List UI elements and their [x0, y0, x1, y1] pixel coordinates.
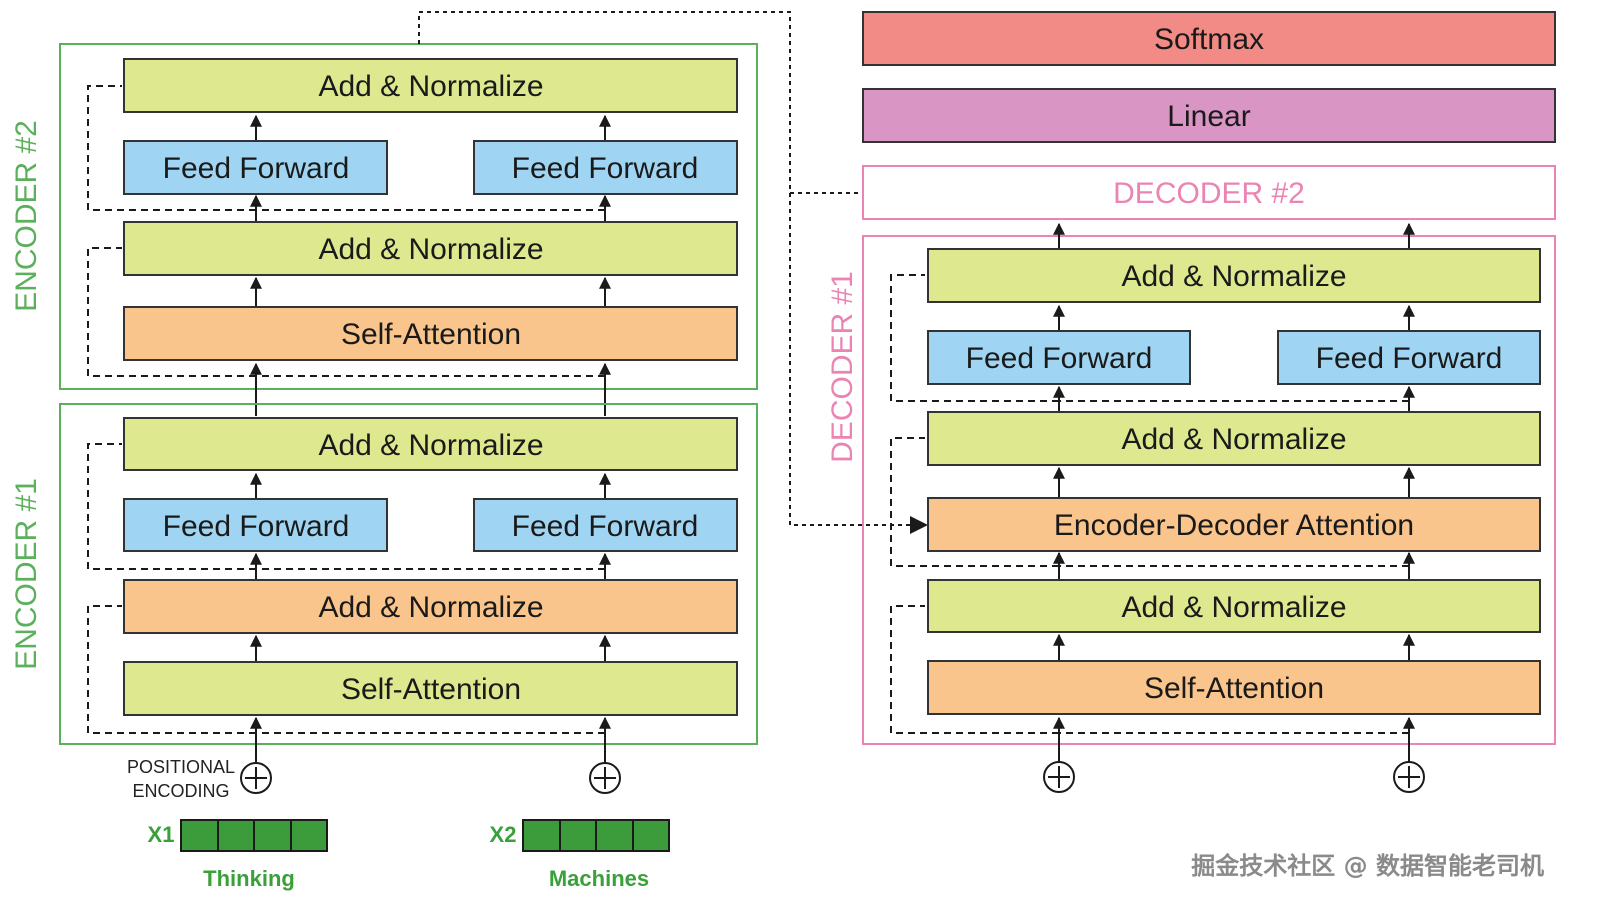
linear-layer: Linear	[862, 88, 1556, 143]
encoder2-feed-forward-right: Feed Forward	[473, 140, 738, 195]
encoder1-feed-forward-right: Feed Forward	[473, 498, 738, 552]
positional-encoding-label-2: ENCODING	[132, 781, 229, 801]
encoder2-add-normalize-top: Add & Normalize	[123, 58, 738, 113]
input-x2-embedding	[522, 819, 670, 852]
decoder1-add-normalize-upper: Add & Normalize	[927, 411, 1541, 466]
svg-text:Feed Forward: Feed Forward	[163, 152, 350, 185]
decoder1-feed-forward-right: Feed Forward	[1277, 330, 1541, 385]
svg-text:Add & Normalize: Add & Normalize	[1121, 260, 1346, 293]
svg-text:Feed Forward: Feed Forward	[512, 510, 699, 543]
decoder1-border	[862, 235, 1556, 745]
svg-text:Add & Normalize: Add & Normalize	[318, 429, 543, 462]
svg-text:Add & Normalize: Add & Normalize	[1121, 591, 1346, 624]
input-x1-word: Thinking	[203, 866, 295, 891]
svg-text:Self-Attention: Self-Attention	[341, 318, 521, 351]
svg-text:Feed Forward: Feed Forward	[966, 342, 1153, 375]
svg-text:Add & Normalize: Add & Normalize	[318, 591, 543, 624]
svg-text:Encoder-Decoder Attention: Encoder-Decoder Attention	[1054, 509, 1414, 542]
svg-text:Feed Forward: Feed Forward	[512, 152, 699, 185]
decoder1-self-attention: Self-Attention	[927, 660, 1541, 715]
decoder1-arrows	[1053, 222, 1415, 762]
encoder1-residuals	[87, 443, 605, 734]
encoder2-add-normalize-mid: Add & Normalize	[123, 221, 738, 276]
svg-text:Feed Forward: Feed Forward	[1316, 342, 1503, 375]
encoder1-border	[59, 403, 758, 745]
decoder1-encoder-decoder-attention: Encoder-Decoder Attention	[927, 497, 1541, 552]
decoder2-block: DECODER #2	[862, 165, 1556, 220]
encoder1-feed-forward-left: Feed Forward	[123, 498, 388, 552]
plus-circle-icon	[1393, 761, 1425, 793]
plus-circle-icon	[1043, 761, 1075, 793]
svg-text:Add & Normalize: Add & Normalize	[318, 70, 543, 103]
svg-text:Softmax: Softmax	[1154, 23, 1264, 56]
encoder2-self-attention: Self-Attention	[123, 306, 738, 361]
watermark: 掘金技术社区 @ 数据智能老司机	[1191, 852, 1544, 880]
decoder1-add-normalize-lower: Add & Normalize	[927, 579, 1541, 633]
encoder1-add-normalize-mid: Add & Normalize	[123, 579, 738, 634]
encoder1-add-normalize-top: Add & Normalize	[123, 417, 738, 471]
svg-text:Feed Forward: Feed Forward	[163, 510, 350, 543]
decoder1-add-normalize-top: Add & Normalize	[927, 248, 1541, 303]
encoder2-feed-forward-left: Feed Forward	[123, 140, 388, 195]
plus-circle-icon	[589, 762, 621, 794]
input-x2-word: Machines	[549, 866, 649, 891]
decoder1-feed-forward-left: Feed Forward	[927, 330, 1191, 385]
encoder2-arrows	[250, 114, 611, 416]
encoder1-label: ENCODER #1	[10, 478, 43, 670]
encoder1-self-attention: Self-Attention	[123, 661, 738, 716]
encoder2-label: ENCODER #2	[10, 120, 43, 312]
svg-text:Add & Normalize: Add & Normalize	[318, 233, 543, 266]
input-x2-id: X2	[490, 822, 517, 847]
input-x1-embedding	[180, 819, 328, 852]
encoder1-arrows	[250, 472, 611, 764]
svg-text:Linear: Linear	[1167, 100, 1250, 133]
encoder2-border	[59, 43, 758, 390]
svg-text:Add & Normalize: Add & Normalize	[1121, 423, 1346, 456]
decoder1-label: DECODER #1	[826, 271, 859, 463]
decoder1-residuals	[890, 274, 1409, 734]
positional-encoding-label-1: POSITIONAL	[127, 757, 235, 777]
encoder2-residuals	[87, 85, 605, 377]
plus-circle-icon	[240, 762, 272, 794]
svg-text:DECODER #2: DECODER #2	[1113, 177, 1305, 210]
softmax-layer: Softmax	[862, 11, 1556, 66]
svg-text:Self-Attention: Self-Attention	[1144, 672, 1324, 705]
svg-text:Self-Attention: Self-Attention	[341, 673, 521, 706]
input-x1-id: X1	[148, 822, 175, 847]
